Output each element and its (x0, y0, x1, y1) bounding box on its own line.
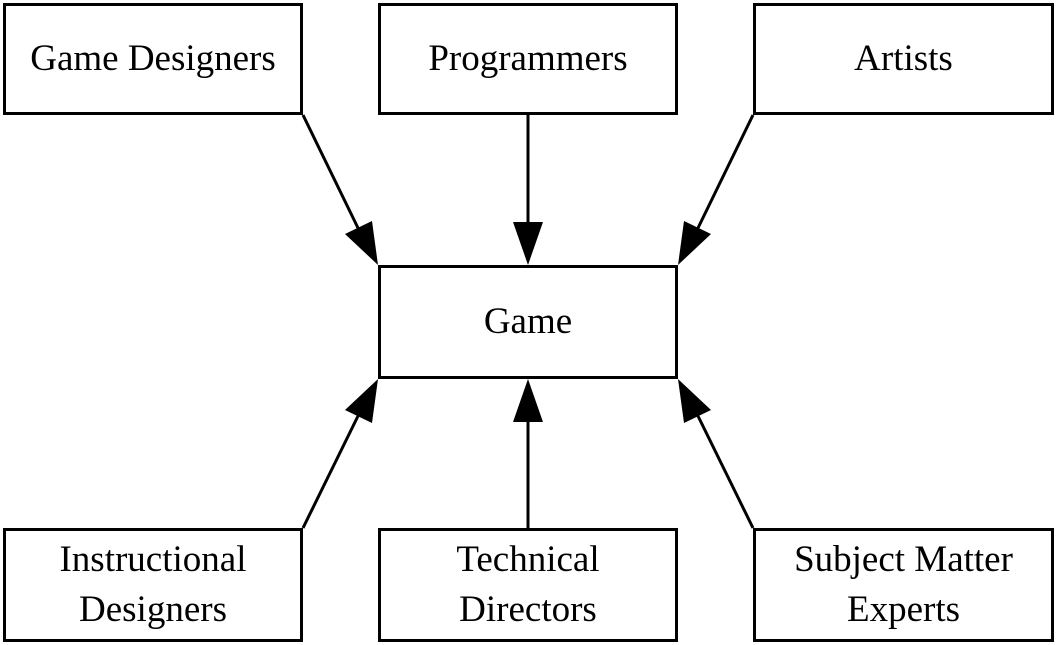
node-technical-directors-label: Technical Directors (456, 539, 600, 630)
node-technical-directors: Technical Directors (378, 528, 678, 642)
edge-subject-matter-experts-to-game (678, 379, 755, 529)
edge-instructional-designers-to-game (301, 379, 378, 529)
node-subject-matter-experts-label: Subject Matter Experts (794, 539, 1013, 630)
edge-artists-to-game (678, 114, 755, 265)
edge-game-designers-to-game (301, 114, 378, 265)
edge-programmers-to-game (513, 115, 543, 265)
node-programmers-label: Programmers (428, 38, 628, 79)
node-game: Game (378, 265, 678, 379)
edge-technical-directors-to-game (513, 379, 543, 528)
node-instructional-designers-label: Instructional Designers (59, 539, 247, 630)
node-game-designers-label: Game Designers (30, 38, 276, 79)
node-game-label: Game (483, 301, 573, 342)
node-game-designers: Game Designers (3, 3, 303, 115)
node-subject-matter-experts: Subject Matter Experts (753, 528, 1054, 642)
node-programmers: Programmers (378, 3, 678, 115)
node-instructional-designers: Instructional Designers (3, 528, 303, 642)
node-artists-label: Artists (854, 38, 953, 79)
node-artists: Artists (753, 3, 1054, 115)
